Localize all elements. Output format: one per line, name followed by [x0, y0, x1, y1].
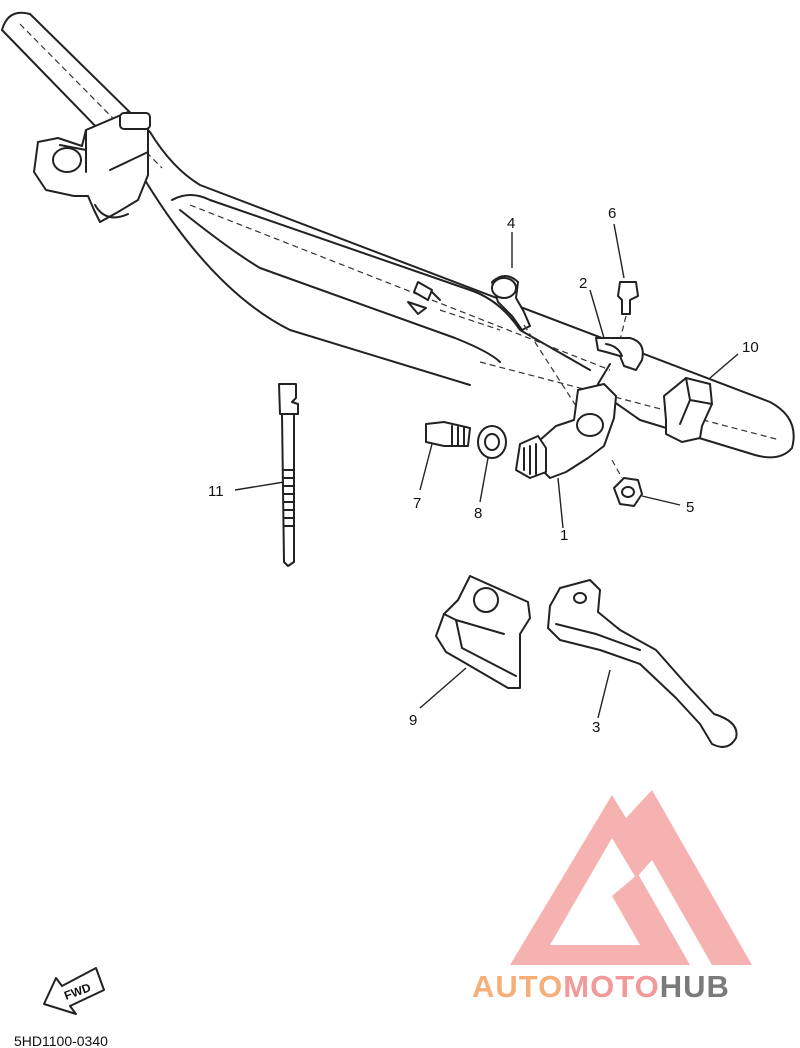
part-2-holder-clamp — [595, 337, 644, 371]
left-switch-clamp — [33, 111, 151, 223]
part-1-lever-holder — [515, 363, 617, 479]
watermark-hub: HUB — [660, 969, 730, 1004]
part-3-clutch-lever — [547, 579, 738, 748]
callout-9: 9 — [409, 712, 417, 729]
callout-4: 4 — [507, 215, 515, 232]
svg-text:AUTOMOTOHUB: AUTOMOTOHUB — [472, 969, 730, 1004]
part-6-screw — [617, 281, 639, 341]
callout-7: 7 — [413, 495, 421, 512]
callout-11: 11 — [208, 483, 224, 500]
watermark-moto: MOTO — [563, 969, 659, 1004]
callout-2: 2 — [579, 275, 587, 292]
part-5-nut — [611, 459, 643, 507]
diagram-code: 5HD1100-0340 — [14, 1033, 108, 1048]
part-10-clamp — [663, 377, 713, 443]
callout-8: 8 — [474, 505, 482, 522]
handlebar — [1, 11, 795, 459]
part-8-locknut — [477, 425, 507, 459]
watermark-text: AUTOMOTOHUB — [472, 969, 730, 1004]
fwd-arrow-icon: FWD — [43, 967, 105, 1015]
part-9-lever-cover — [435, 575, 531, 689]
leader-lines — [234, 223, 739, 719]
callout-6: 6 — [608, 205, 616, 222]
part-11-cable-tie — [278, 383, 299, 567]
callout-10: 10 — [742, 339, 759, 356]
watermark-logo — [510, 790, 752, 965]
part-4-lever-bolt — [491, 275, 586, 421]
throttle-cable-end — [407, 281, 501, 331]
part-7-adjuster-bolt — [425, 421, 471, 447]
watermark-auto: AUTO — [472, 969, 563, 1004]
callout-1: 1 — [560, 527, 568, 544]
callout-5: 5 — [686, 499, 694, 516]
callout-3: 3 — [592, 719, 600, 736]
